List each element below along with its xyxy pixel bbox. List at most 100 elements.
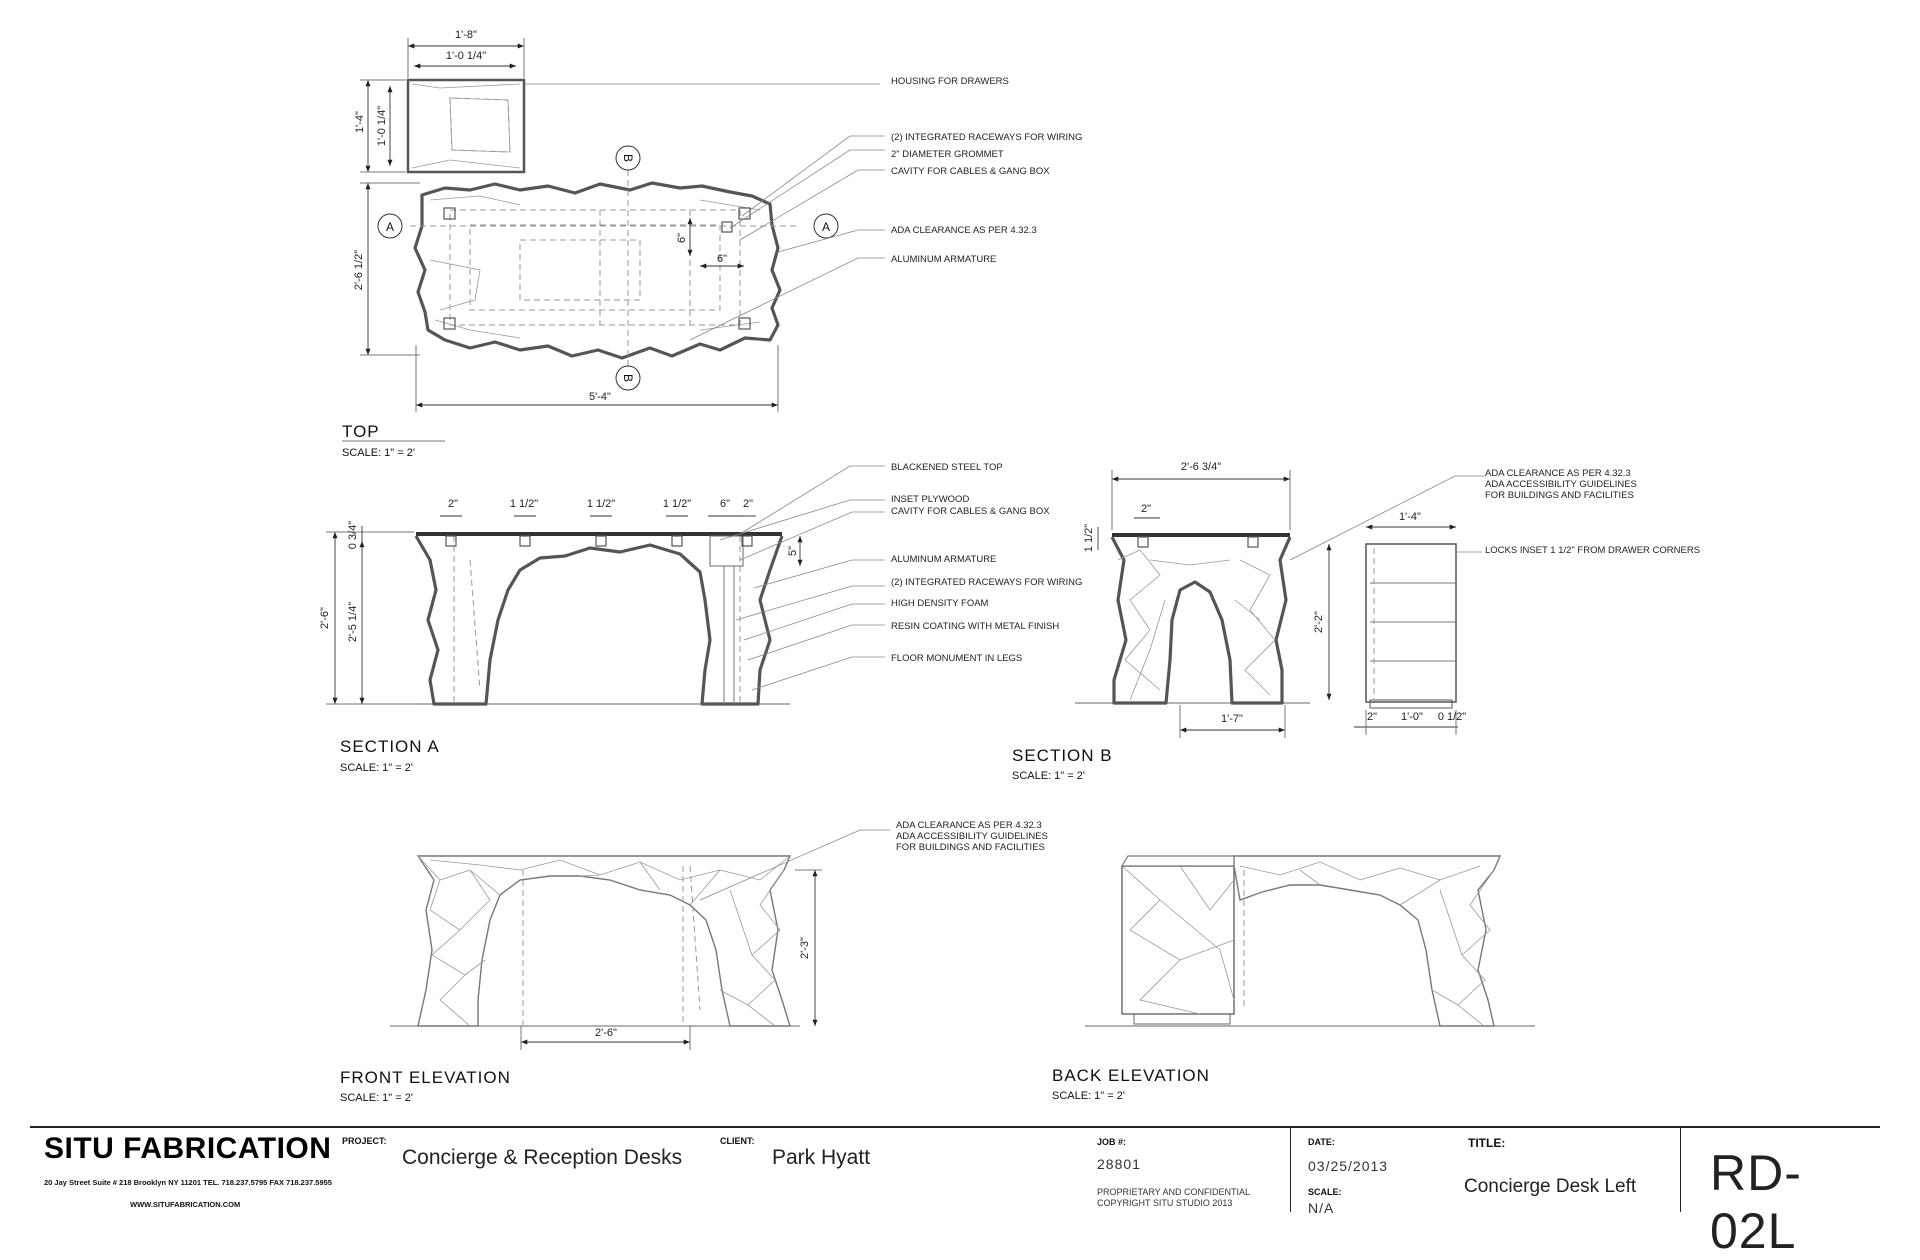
- drawer-housing-plan: [406, 78, 880, 174]
- section-mark-b-top: B: [615, 145, 641, 171]
- note-foam: HIGH DENSITY FOAM: [891, 598, 989, 609]
- dim-top-depth: 2'-6 1/2": [353, 250, 365, 290]
- title-label: TITLE:: [1468, 1136, 1506, 1150]
- note-grommet: 2" DIAMETER GROMMET: [891, 149, 1004, 160]
- job-number: 28801: [1097, 1156, 1141, 1172]
- section-b-view: 2'-6 3/4" 2" 1 1/2" 1'-7" ADA CLEARANCE …: [1012, 461, 1637, 782]
- project-name: Concierge & Reception Desks: [402, 1146, 683, 1169]
- date-value: 03/25/2013: [1308, 1158, 1389, 1174]
- section-mark-a-left: A: [377, 213, 403, 239]
- section-mark-b-bottom: B: [615, 365, 641, 391]
- section-b-outline: [1110, 536, 1292, 705]
- view-scale-section-b: SCALE: 1" = 2': [1012, 770, 1085, 782]
- drawing-title: Concierge Desk Left: [1464, 1176, 1637, 1197]
- dim-grommet-v: 6": [676, 233, 688, 243]
- scale-label: SCALE:: [1308, 1187, 1342, 1197]
- note-cavity: CAVITY FOR CABLES & GANG BOX: [891, 166, 1050, 177]
- client-label: CLIENT:: [720, 1136, 755, 1146]
- view-scale-back: SCALE: 1" = 2': [1052, 1090, 1125, 1102]
- dim-grommet-h: 6": [717, 253, 727, 265]
- note-ada-top: ADA CLEARANCE AS PER 4.32.3: [891, 225, 1037, 236]
- drawer-unit-view: 1'-4" 2'-2" LOCKS INSET 1 1/2" FROM DRAW…: [1313, 511, 1700, 735]
- svg-text:B: B: [621, 154, 635, 162]
- dim-drawer-10: 1'-0": [1401, 711, 1423, 723]
- firm-name: SITU FABRICATION: [44, 1132, 332, 1165]
- dim-sa-height: 2'-6": [319, 607, 331, 629]
- note-floor: FLOOR MONUMENT IN LEGS: [891, 653, 1022, 664]
- dim-sa-cavity: 5": [787, 546, 799, 556]
- view-scale-section-a: SCALE: 1" = 2': [340, 762, 413, 774]
- dim-sa-1a: 1 1/2": [510, 498, 538, 510]
- front-elevation-outline: [416, 855, 792, 1027]
- section-a-view: 2'-6" 2'-5 1/4" 0 3/4" 5" 2" 1 1/2" 1 1/…: [319, 462, 1082, 774]
- title-block: SITU FABRICATION 20 Jay Street Suite # 2…: [30, 1126, 1880, 1259]
- dim-fe-width: 2'-6": [595, 1027, 617, 1039]
- note-armature: ALUMINUM ARMATURE: [891, 254, 996, 265]
- note-ada-f2: ADA ACCESSIBILITY GUIDELINES: [896, 831, 1048, 842]
- firm-address: 20 Jay Street Suite # 218 Brooklyn NY 11…: [44, 1178, 332, 1187]
- view-title-back: BACK ELEVATION: [1052, 1066, 1210, 1085]
- view-scale-front: SCALE: 1" = 2': [340, 1092, 413, 1104]
- dim-sb-17: 1'-7": [1221, 713, 1243, 725]
- dim-sa-2b: 2": [743, 498, 753, 510]
- note-raceways: (2) INTEGRATED RACEWAYS FOR WIRING: [891, 132, 1082, 143]
- view-title-top: TOP: [342, 422, 380, 441]
- back-elevation-view: BACK ELEVATION SCALE: 1" = 2': [1052, 855, 1535, 1102]
- dim-housing-height: 1'-4": [354, 111, 366, 133]
- note-ada-f1: ADA CLEARANCE AS PER 4.32.3: [896, 820, 1042, 831]
- firm-website[interactable]: WWW.SITUFABRICATION.COM: [130, 1200, 241, 1209]
- proprietary-note: PROPRIETARY AND CONFIDENTIAL: [1097, 1187, 1251, 1197]
- dim-sb-112: 1 1/2": [1083, 524, 1095, 552]
- dim-drawer-012: 0 1/2": [1438, 711, 1466, 723]
- note-resin: RESIN COATING WITH METAL FINISH: [891, 621, 1059, 632]
- dim-housing-width: 1'-8": [455, 29, 477, 41]
- note-ada-f3: FOR BUILDINGS AND FACILITIES: [896, 842, 1045, 853]
- dim-sb-height: 2'-2": [1313, 611, 1325, 633]
- dim-sb-width: 2'-6 3/4": [1181, 461, 1221, 473]
- section-mark-a-right: A: [813, 213, 839, 239]
- dim-drawer-2: 2": [1367, 711, 1377, 723]
- note-armature-a: ALUMINUM ARMATURE: [891, 554, 996, 565]
- view-scale-top: SCALE: 1" = 2': [342, 447, 415, 459]
- note-housing: HOUSING FOR DRAWERS: [891, 76, 1009, 87]
- dim-sa-top-thickness: 0 3/4": [347, 521, 359, 549]
- housing-dimensions: 1'-8" 1'-0 1/4" 1'-4" 1'-0 1/4": [354, 29, 525, 173]
- copyright-note: COPYRIGHT SITU STUDIO 2013: [1097, 1198, 1233, 1208]
- note-ada-b2: ADA ACCESSIBILITY GUIDELINES: [1485, 479, 1637, 490]
- svg-text:B: B: [621, 374, 635, 382]
- dim-housing-inner-width: 1'-0 1/4": [446, 50, 486, 62]
- note-cavity-a: CAVITY FOR CABLES & GANG BOX: [891, 506, 1050, 517]
- svg-text:A: A: [822, 220, 830, 234]
- dim-sa-6: 6": [720, 498, 730, 510]
- top-view: 1'-8" 1'-0 1/4" 1'-4" 1'-0 1/4" A: [342, 29, 1082, 459]
- scale-value: N/A: [1308, 1200, 1335, 1216]
- dim-sa-1b: 1 1/2": [587, 498, 615, 510]
- dim-top-width: 5'-4": [589, 391, 611, 403]
- note-locks: LOCKS INSET 1 1/2" FROM DRAWER CORNERS: [1485, 545, 1700, 556]
- job-label: JOB #:: [1097, 1137, 1127, 1147]
- dim-sa-2a: 2": [448, 498, 458, 510]
- desk-top-outline: [413, 181, 782, 360]
- dim-drawer-depth: 1'-4": [1399, 511, 1421, 523]
- note-raceways-a: (2) INTEGRATED RACEWAYS FOR WIRING: [891, 577, 1082, 588]
- client-name: Park Hyatt: [772, 1146, 871, 1169]
- note-steel-top: BLACKENED STEEL TOP: [891, 462, 1003, 473]
- section-a-outline: [414, 535, 784, 706]
- view-title-front: FRONT ELEVATION: [340, 1068, 511, 1087]
- dim-fe-height: 2'-3": [799, 937, 811, 959]
- note-ada-b3: FOR BUILDINGS AND FACILITIES: [1485, 490, 1634, 501]
- dim-sa-1c: 1 1/2": [663, 498, 691, 510]
- sheet-number: RD-02L: [1710, 1145, 1802, 1259]
- dim-housing-inner-height: 1'-0 1/4": [376, 106, 388, 146]
- back-elevation-outline: [1233, 855, 1502, 1027]
- date-label: DATE:: [1308, 1137, 1335, 1147]
- svg-text:A: A: [386, 220, 394, 234]
- project-label: PROJECT:: [342, 1136, 387, 1146]
- dim-sb-2: 2": [1141, 503, 1151, 515]
- dim-sa-leg-height: 2'-5 1/4": [347, 602, 359, 642]
- note-plywood: INSET PLYWOOD: [891, 494, 969, 505]
- note-ada-b1: ADA CLEARANCE AS PER 4.32.3: [1485, 468, 1631, 479]
- front-elevation-view: 2'-3" 2'-6" ADA CLEARANCE AS PER 4.32.3 …: [340, 820, 1048, 1104]
- view-title-section-b: SECTION B: [1012, 746, 1113, 765]
